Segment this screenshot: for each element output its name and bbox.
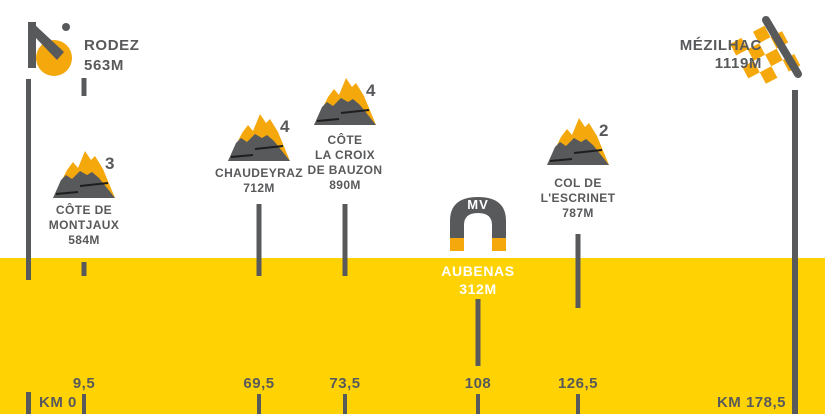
km-number: 9,5 bbox=[72, 375, 96, 392]
climb-label-line: CÔTE bbox=[327, 133, 363, 147]
waypoint-climb-3: 4 CÔTE LA CROIX DE BAUZON 890M 73,5 bbox=[275, 0, 415, 414]
climb-marker-post bbox=[256, 204, 262, 276]
climb-label-line: L'ESCRINET bbox=[540, 191, 616, 205]
start-marker-post bbox=[26, 79, 31, 280]
start-altitude: 563M bbox=[84, 57, 124, 74]
waypoint-feed-zone: MV AUBENAS 312M 108 bbox=[408, 0, 548, 414]
climb1-upper-post bbox=[81, 78, 87, 96]
start-label: RODEZ 563M bbox=[84, 36, 140, 76]
feed-zone-marker-post bbox=[475, 299, 481, 366]
feed-zone-musette-icon bbox=[450, 197, 506, 251]
climb-category-badge: 4 bbox=[280, 117, 290, 136]
start-cyclist-icon bbox=[28, 22, 72, 76]
feed-zone-town: AUBENAS bbox=[441, 263, 515, 279]
feed-zone-label: AUBENAS 312M bbox=[408, 262, 548, 298]
km-number: 73,5 bbox=[329, 375, 361, 392]
km0-tick bbox=[26, 392, 31, 414]
finish-marker-post bbox=[792, 90, 798, 414]
climb-altitude: 712M bbox=[243, 181, 275, 195]
climb-label-line: CÔTE DE bbox=[55, 203, 113, 217]
climb-label: COL DE L'ESCRINET 787M bbox=[508, 176, 648, 221]
km-tick bbox=[257, 394, 261, 414]
finish-flag-icon bbox=[730, 16, 802, 84]
km0-label: KM 0 bbox=[39, 394, 77, 411]
yellow-distance-band bbox=[0, 258, 825, 414]
km-number: 69,5 bbox=[243, 375, 275, 392]
mountain-icon bbox=[314, 78, 376, 125]
km-tick bbox=[343, 394, 347, 414]
waypoint-climb-4: 2 COL DE L'ESCRINET 787M 126,5 bbox=[508, 0, 648, 414]
mountain-icon bbox=[53, 151, 115, 198]
climb-label: CHAUDEYRAZ 712M bbox=[189, 166, 329, 196]
waypoint-climb-1: 3 CÔTE DE MONTJAUX 584M 9,5 bbox=[14, 0, 154, 414]
finish-town: MÉZILHAC bbox=[679, 37, 762, 54]
climb-altitude: 787M bbox=[562, 206, 594, 220]
feed-zone-mv-text: MV bbox=[467, 197, 489, 212]
start-town: RODEZ bbox=[84, 37, 140, 54]
climb-altitude: 890M bbox=[329, 178, 361, 192]
climb-marker-post bbox=[81, 262, 87, 276]
km-tick bbox=[82, 394, 86, 414]
climb-marker-post bbox=[575, 234, 581, 308]
finish-altitude: 1119M bbox=[714, 55, 762, 72]
km-tick bbox=[576, 394, 580, 414]
feed-zone-altitude: 312M bbox=[459, 281, 497, 297]
finish-label: MÉZILHAC 1119M bbox=[680, 37, 762, 73]
mountain-icon bbox=[228, 114, 290, 161]
climb-marker-post bbox=[342, 204, 348, 276]
waypoint-climb-2: 4 CHAUDEYRAZ 712M 69,5 bbox=[189, 0, 329, 414]
climb-label-line: LA CROIX bbox=[314, 148, 376, 162]
mountain-icon bbox=[547, 118, 609, 165]
km-tick bbox=[476, 394, 480, 414]
climb-label-line: MONTJAUX bbox=[48, 218, 120, 232]
climb-category-badge: 4 bbox=[366, 81, 376, 100]
km-number: 126,5 bbox=[557, 375, 599, 392]
km-number: 108 bbox=[464, 375, 492, 392]
climb-category-badge: 2 bbox=[599, 121, 609, 140]
climb-label-line: COL DE bbox=[554, 176, 602, 190]
climb-label: CÔTE DE MONTJAUX 584M bbox=[14, 203, 154, 248]
climb-label-line: CHAUDEYRAZ bbox=[215, 166, 303, 180]
climb-label-line: DE BAUZON bbox=[307, 163, 383, 177]
km-final-label: KM 178,5 bbox=[716, 394, 786, 411]
climb-category-badge: 3 bbox=[105, 154, 115, 173]
climb-label: CÔTE LA CROIX DE BAUZON 890M bbox=[275, 133, 415, 193]
climb-altitude: 584M bbox=[68, 233, 100, 247]
